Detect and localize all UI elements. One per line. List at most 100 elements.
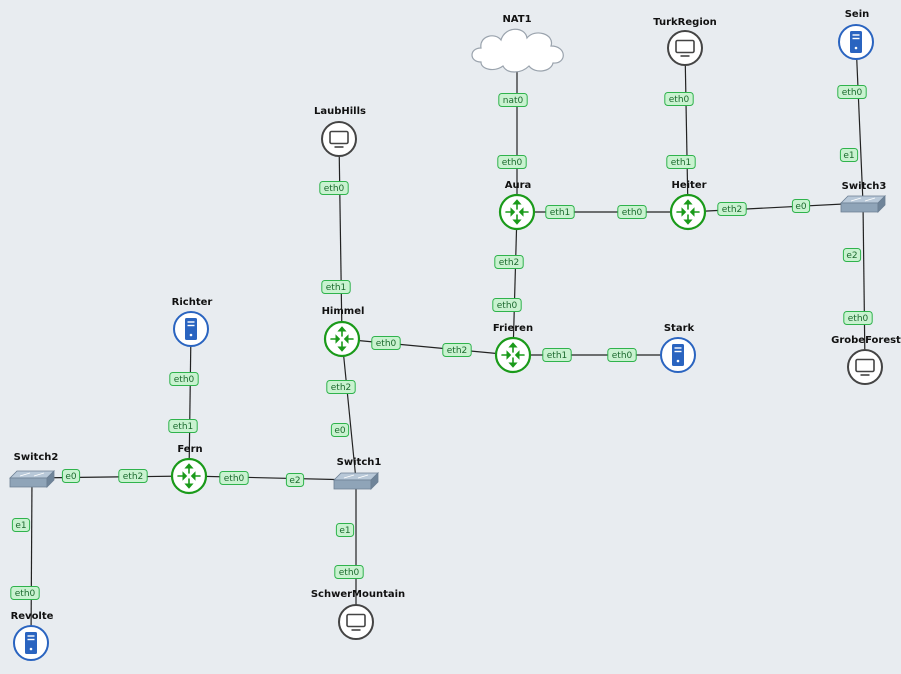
port-himmel-eth1[interactable]: eth1 bbox=[321, 280, 351, 294]
port-himmel-eth2[interactable]: eth2 bbox=[326, 380, 356, 394]
link-himmel-switch1[interactable] bbox=[341, 338, 357, 481]
link-switch3-grobeforest[interactable] bbox=[862, 202, 866, 368]
port-heiter-eth0[interactable]: eth0 bbox=[617, 205, 647, 219]
port-switch3-e2[interactable]: e2 bbox=[842, 248, 862, 262]
node-label: Heiter bbox=[671, 180, 706, 191]
node-turkregion[interactable]: TurkRegion bbox=[653, 17, 717, 66]
port-switch2-e0[interactable]: e0 bbox=[61, 469, 81, 483]
node-revolte[interactable]: Revolte bbox=[11, 611, 54, 661]
port-label-text: eth0 bbox=[224, 474, 245, 484]
ports-layer: nat0 eth0 eth0 eth1 eth0 e1 eth1 eth0 eth2 e0 e2 et… bbox=[10, 85, 873, 600]
link-heiter-switch3[interactable] bbox=[687, 202, 864, 213]
node-frieren[interactable]: Frieren bbox=[493, 323, 533, 374]
router-arrows-icon bbox=[676, 199, 700, 225]
port-stark-eth0[interactable]: eth0 bbox=[607, 348, 637, 362]
pc-icon bbox=[667, 30, 703, 66]
port-fern-eth0[interactable]: eth0 bbox=[219, 471, 249, 485]
router-arrows-icon bbox=[177, 463, 201, 489]
port-fern-eth1[interactable]: eth1 bbox=[168, 419, 198, 433]
port-grobeforest-eth0[interactable]: eth0 bbox=[843, 311, 873, 325]
port-aura-eth1[interactable]: eth1 bbox=[545, 205, 575, 219]
port-himmel-eth0[interactable]: eth0 bbox=[371, 336, 401, 350]
node-label: Switch2 bbox=[14, 452, 59, 463]
node-label: GrobeForest bbox=[831, 335, 901, 346]
node-richter[interactable]: Richter bbox=[172, 297, 213, 347]
port-revolte-eth0[interactable]: eth0 bbox=[10, 586, 40, 600]
monitor-icon bbox=[675, 39, 695, 54]
port-switch1-e1[interactable]: e1 bbox=[335, 523, 355, 537]
server-tower-icon bbox=[850, 31, 862, 53]
port-heiter-eth2[interactable]: eth2 bbox=[717, 202, 747, 216]
port-label-box bbox=[442, 343, 472, 357]
node-switch1[interactable]: Switch1 bbox=[333, 457, 381, 490]
node-heiter[interactable]: Heiter bbox=[669, 180, 707, 231]
link-switch2-fern[interactable] bbox=[31, 475, 190, 479]
link-laubhills-himmel[interactable] bbox=[338, 138, 343, 340]
port-schwermountain-eth0[interactable]: eth0 bbox=[334, 565, 364, 579]
port-switch3-e0[interactable]: e0 bbox=[791, 199, 811, 213]
port-laubhills-eth0[interactable]: eth0 bbox=[319, 181, 349, 195]
node-label: TurkRegion bbox=[653, 17, 716, 28]
node-label: Stark bbox=[664, 323, 695, 334]
port-switch2-e1[interactable]: e1 bbox=[11, 518, 31, 532]
switch-icon bbox=[9, 470, 55, 479]
port-label-box bbox=[334, 565, 364, 579]
port-label-box bbox=[321, 280, 351, 294]
port-label-box bbox=[11, 518, 31, 532]
port-heiter-eth1[interactable]: eth1 bbox=[666, 155, 696, 169]
node-switch3[interactable]: Switch3 bbox=[840, 181, 886, 213]
port-label-box bbox=[545, 205, 575, 219]
port-sein-eth0[interactable]: eth0 bbox=[837, 85, 867, 99]
link-aura-frieren[interactable] bbox=[512, 211, 518, 356]
link-fern-switch1[interactable] bbox=[188, 475, 357, 481]
port-label-text: eth1 bbox=[550, 208, 571, 218]
node-stark[interactable]: Stark bbox=[660, 323, 696, 373]
port-label-box bbox=[494, 255, 524, 269]
node-himmel[interactable]: Himmel bbox=[322, 306, 365, 358]
port-label-text: e0 bbox=[334, 426, 346, 436]
port-switch1-e0[interactable]: e0 bbox=[330, 423, 350, 437]
link-richter-fern[interactable] bbox=[188, 328, 192, 477]
port-label-text: eth1 bbox=[671, 158, 692, 168]
port-label-text: eth2 bbox=[123, 472, 144, 482]
link-sein-switch3[interactable] bbox=[855, 41, 864, 204]
link-switch2-revolte[interactable] bbox=[30, 477, 33, 644]
port-label-text: eth2 bbox=[722, 205, 743, 215]
link-himmel-frieren[interactable] bbox=[341, 338, 514, 356]
port-aura-eth0[interactable]: eth0 bbox=[497, 155, 527, 169]
port-aura-eth2[interactable]: eth2 bbox=[494, 255, 524, 269]
port-richter-eth0[interactable]: eth0 bbox=[169, 372, 199, 386]
node-grobeforest[interactable]: GrobeForest bbox=[831, 335, 901, 385]
port-label-text: e1 bbox=[339, 526, 350, 536]
node-label: NAT1 bbox=[502, 14, 531, 25]
port-frieren-eth0[interactable]: eth0 bbox=[492, 298, 522, 312]
port-label-box bbox=[542, 348, 572, 362]
node-laubhills[interactable]: LaubHills bbox=[314, 106, 366, 157]
pc-icon bbox=[847, 349, 883, 385]
port-frieren-eth1[interactable]: eth1 bbox=[542, 348, 572, 362]
port-label-box bbox=[219, 471, 249, 485]
node-aura[interactable]: Aura bbox=[498, 180, 536, 231]
port-switch1-e2[interactable]: e2 bbox=[285, 473, 305, 487]
port-fern-eth2[interactable]: eth2 bbox=[118, 469, 148, 483]
cloud-icon bbox=[471, 28, 564, 73]
port-label-box bbox=[839, 148, 859, 162]
port-turkregion-eth0[interactable]: eth0 bbox=[664, 92, 694, 106]
port-label-text: eth2 bbox=[499, 258, 520, 268]
node-switch2[interactable]: Switch2 bbox=[9, 452, 59, 488]
link-turkregion-heiter[interactable] bbox=[684, 47, 689, 213]
port-frieren-eth2[interactable]: eth2 bbox=[442, 343, 472, 357]
port-label-box bbox=[498, 93, 528, 107]
port-switch3-e1[interactable]: e1 bbox=[839, 148, 859, 162]
node-sein[interactable]: Sein bbox=[838, 9, 874, 60]
port-label-text: eth0 bbox=[497, 301, 518, 311]
port-label-text: eth0 bbox=[339, 568, 360, 578]
node-fern[interactable]: Fern bbox=[170, 444, 208, 495]
node-nat1[interactable]: NAT1 bbox=[471, 14, 564, 73]
port-nat1-nat0[interactable]: nat0 bbox=[498, 93, 528, 107]
port-label-text: e0 bbox=[65, 472, 77, 482]
node-schwermountain[interactable]: SchwerMountain bbox=[311, 589, 405, 640]
server-tower-icon bbox=[185, 318, 197, 340]
pc-icon bbox=[338, 604, 374, 640]
